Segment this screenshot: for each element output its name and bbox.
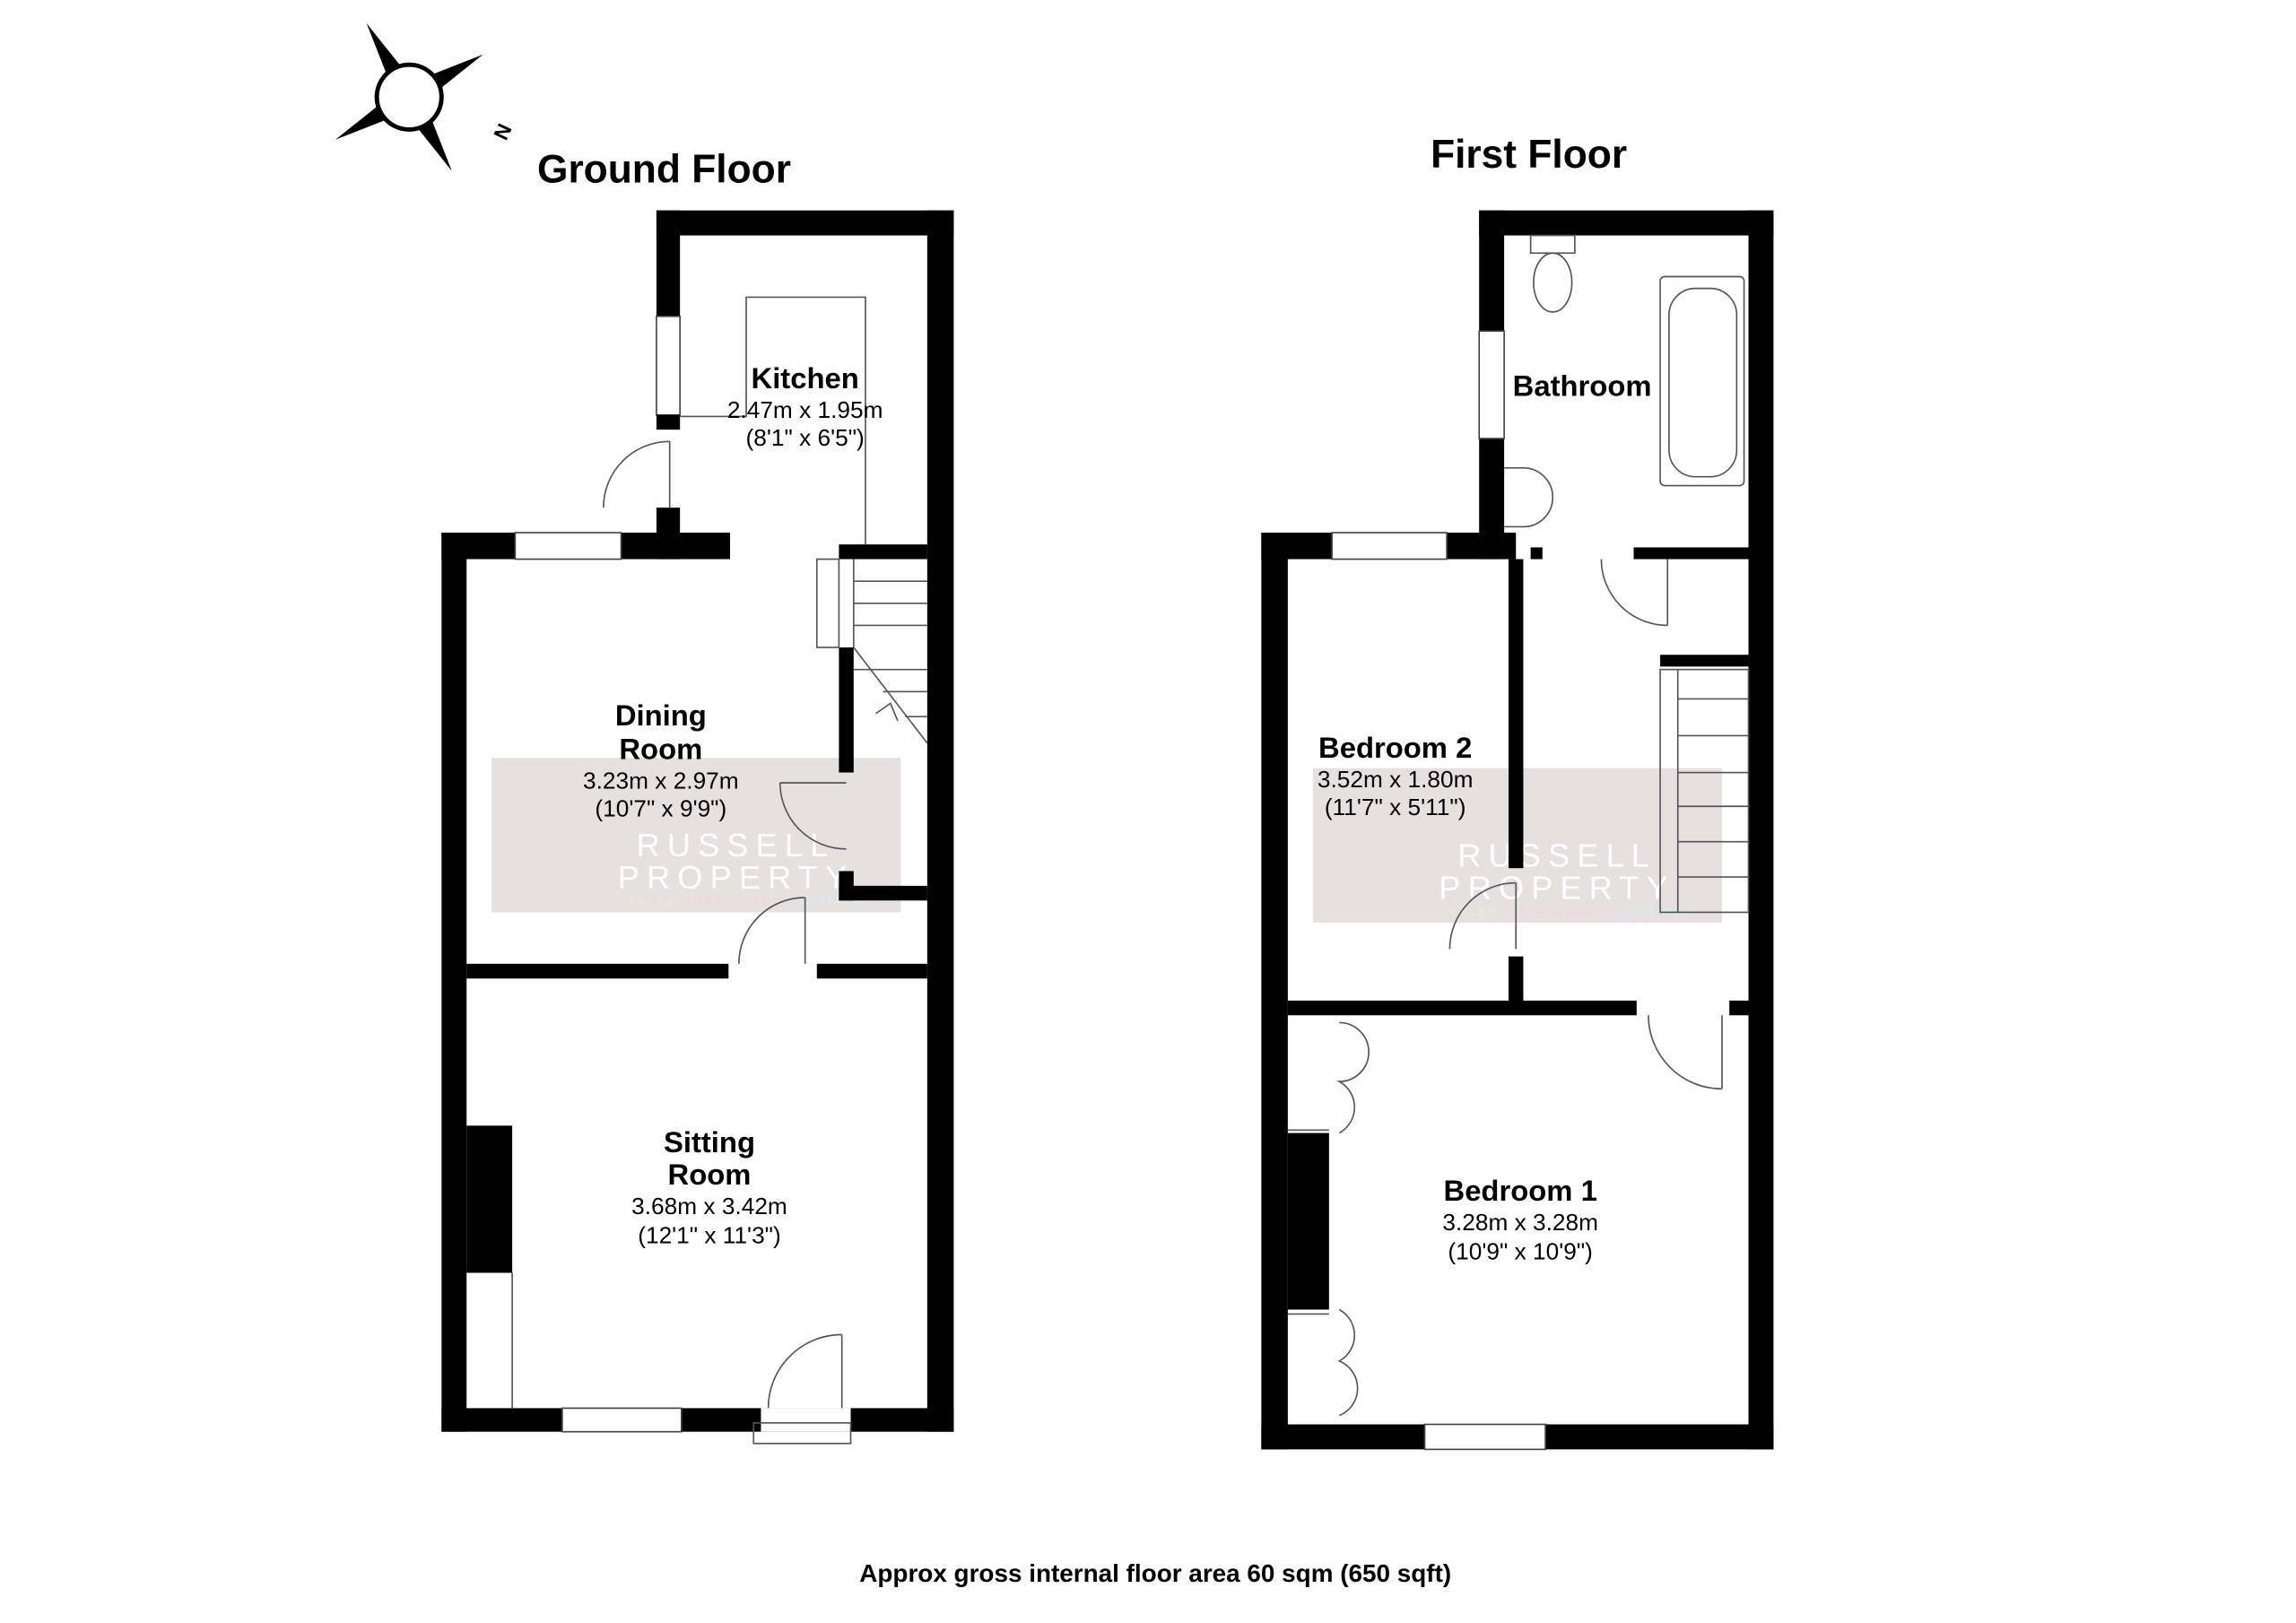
room-imperial-bedroom-2: (11'7" x 5'11")	[1325, 794, 1466, 820]
floor-area-footer: Approx gross internal floor area 60 sqm …	[859, 1559, 1451, 1587]
svg-text:PROPERTY: PROPERTY	[1439, 870, 1675, 907]
room-name-dining-2: Room	[619, 733, 702, 766]
svg-text:RUSSELL: RUSSELL	[1457, 838, 1657, 874]
room-name-sitting-1: Sitting	[664, 1125, 755, 1159]
first-floor-plan: RUSSELL PROPERTY SALES CONSULTANCY LETTI…	[1261, 210, 1774, 1451]
room-metric-bedroom-1: 3.28m x 3.28m	[1442, 1209, 1598, 1236]
room-name-sitting-2: Room	[668, 1158, 752, 1191]
compass-north-label: N	[489, 120, 517, 143]
room-name-bedroom-2: Bedroom 2	[1318, 731, 1472, 764]
svg-text:RUSSELL: RUSSELL	[637, 827, 836, 864]
svg-text:SALES CONSULTANCY LETTINGS: SALES CONSULTANCY LETTINGS	[628, 897, 873, 907]
ground-floor-plan: RUSSELL PROPERTY SALES CONSULTANCY LETTI…	[441, 210, 954, 1445]
room-name-bathroom: Bathroom	[1513, 369, 1652, 402]
room-imperial-kitchen: (8'1" x 6'5")	[746, 424, 865, 451]
room-name-dining-1: Dining	[615, 699, 707, 732]
room-metric-kitchen: 2.47m x 1.95m	[727, 396, 883, 423]
room-imperial-sitting: (12'1" x 11'3")	[638, 1222, 781, 1249]
room-imperial-bedroom-1: (10'9" x 10'9")	[1448, 1238, 1592, 1265]
room-name-kitchen: Kitchen	[752, 361, 859, 395]
room-metric-sitting: 3.68m x 3.42m	[631, 1193, 787, 1219]
first-floor-title: First Floor	[1431, 133, 1627, 177]
svg-text:PROPERTY: PROPERTY	[618, 859, 855, 896]
svg-text:SALES CONSULTANCY LETTINGS: SALES CONSULTANCY LETTINGS	[1449, 907, 1694, 918]
room-metric-bedroom-2: 3.52m x 1.80m	[1318, 766, 1474, 793]
room-name-bedroom-1: Bedroom 1	[1444, 1174, 1597, 1207]
room-imperial-dining: (10'7" x 9'9")	[595, 795, 726, 822]
ground-floor-title: Ground Floor	[537, 147, 791, 191]
room-metric-dining: 3.23m x 2.97m	[583, 768, 739, 794]
compass-rose-icon	[335, 22, 483, 171]
